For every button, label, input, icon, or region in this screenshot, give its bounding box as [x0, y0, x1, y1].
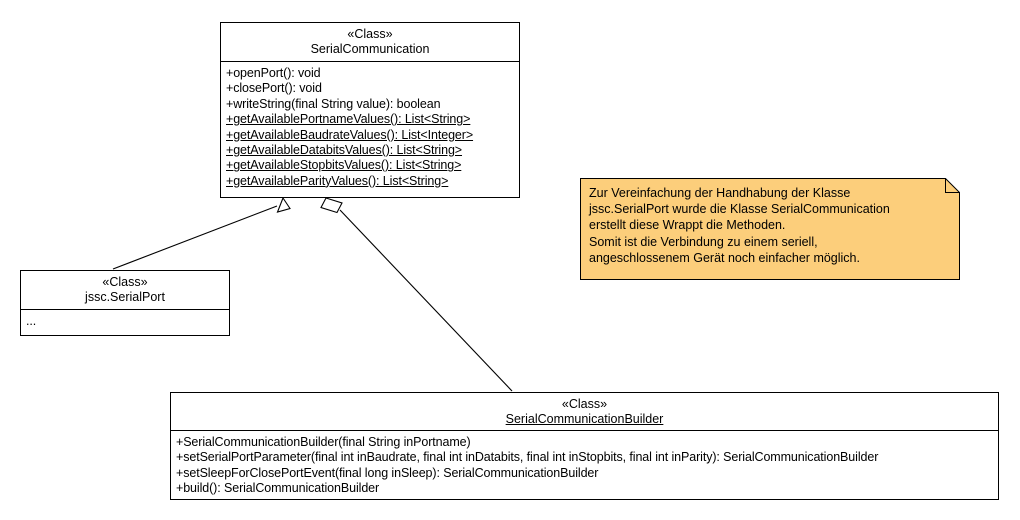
class-member: +closePort(): void: [226, 81, 322, 96]
class-member-static: +getAvailableDatabitsValues(): List<Stri…: [226, 143, 463, 158]
class-name-label: SerialCommunication: [310, 42, 430, 56]
class-member-static: +getAvailableStopbitsValues(): List<Stri…: [226, 158, 462, 173]
note-body: [580, 178, 960, 280]
hollow-triangle-arrowhead-icon: [276, 196, 291, 213]
class-header-jssc-serialport: «Class» jssc.SerialPort: [21, 271, 229, 310]
class-name-label: jssc.SerialPort: [85, 290, 165, 304]
class-stereotype: «Class»: [102, 275, 148, 289]
generalization-connector[interactable]: [112, 196, 291, 270]
class-box-serial-communication-builder[interactable]: «Class» SerialCommunicationBuilder +Seri…: [170, 392, 999, 500]
class-name-label: SerialCommunicationBuilder: [505, 412, 664, 426]
note-folded-corner-icon: [945, 178, 960, 193]
note-shape-icon: [580, 178, 960, 280]
aggregation-line: [339, 209, 513, 392]
class-member: +setSleepForClosePortEvent(final long in…: [176, 465, 599, 480]
hollow-diamond-aggregation-icon: [320, 197, 343, 214]
class-member-static: +getAvailableBaudrateValues(): List<Inte…: [226, 127, 474, 142]
class-box-serial-communication[interactable]: «Class» SerialCommunication +openPort():…: [220, 22, 520, 198]
class-box-jssc-serialport[interactable]: «Class» jssc.SerialPort ...: [20, 270, 230, 336]
class-member-static: +getAvailablePortnameValues(): List<Stri…: [226, 112, 471, 127]
generalization-line: [112, 205, 278, 270]
class-stereotype: «Class»: [347, 27, 393, 41]
class-member: +SerialCommunicationBuilder(final String…: [176, 435, 471, 449]
class-stereotype: «Class»: [561, 397, 608, 411]
class-operations-compartment: +openPort(): void +closePort(): void +wr…: [221, 62, 519, 193]
class-member: +openPort(): void: [226, 66, 321, 80]
class-member: +setSerialPortParameter(final int inBaud…: [176, 450, 879, 465]
note-text: Zur Vereinfachung der Handhabung der Kla…: [589, 186, 890, 265]
note-comment-box[interactable]: Zur Vereinfachung der Handhabung der Kla…: [580, 178, 960, 280]
class-member-ellipsis: ...: [26, 314, 37, 328]
class-member-static: +getAvailableParityValues(): List<String…: [226, 173, 449, 188]
class-header-serial-communication: «Class» SerialCommunication: [221, 23, 519, 62]
class-operations-compartment: +SerialCommunicationBuilder(final String…: [171, 431, 998, 501]
class-header-serial-communication-builder: «Class» SerialCommunicationBuilder: [171, 393, 998, 431]
aggregation-connector[interactable]: [320, 197, 513, 392]
class-member: +writeString(final String value): boolea…: [226, 96, 441, 111]
class-operations-compartment: ...: [21, 310, 229, 333]
class-member: +build(): SerialCommunicationBuilder: [176, 481, 380, 496]
